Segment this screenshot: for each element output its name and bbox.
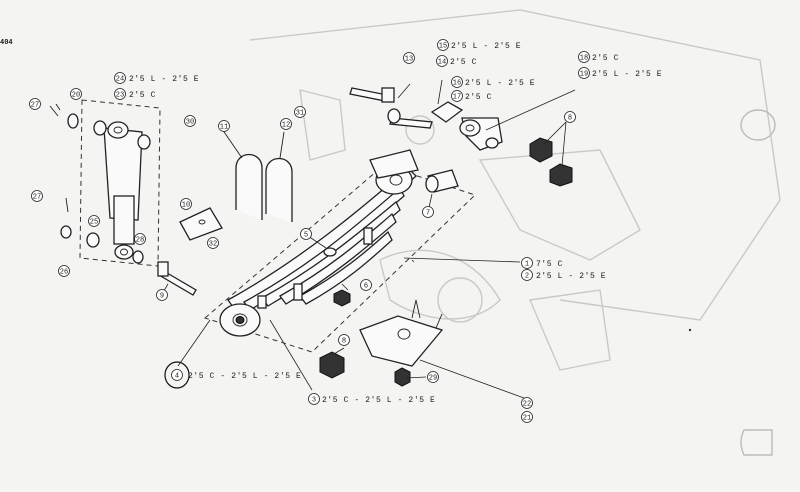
fasteners-group: [157, 137, 573, 387]
page-number: 404: [0, 39, 13, 47]
callout-24-number: 24: [116, 76, 124, 84]
callout-5-number: 5: [304, 232, 308, 240]
callout-11-number: 11: [220, 124, 228, 132]
callout-23-label: 2'5 C: [129, 91, 156, 100]
callout-27-mid: 27: [31, 190, 43, 202]
callout-28: 28: [134, 233, 146, 245]
shackle-group: [349, 83, 503, 151]
callout-29: 29: [427, 371, 439, 383]
callout-9: 9: [156, 289, 168, 301]
callout-3-number: 3: [312, 397, 316, 405]
callout-26: 26: [58, 265, 70, 277]
callout-1-label: 7'5 C: [536, 260, 563, 269]
callout-21: 21: [521, 411, 533, 423]
callout-6: 6: [360, 279, 372, 291]
callout-15: 15 2'5 L - 2'5 E: [437, 39, 521, 51]
callout-32: 32: [207, 237, 219, 249]
callout-17: 17 2'5 C: [451, 90, 492, 102]
callout-23: 23 2'5 C: [114, 88, 156, 100]
background-ghost-chassis: [249, 9, 781, 371]
callout-17-number: 17: [453, 94, 461, 102]
callout-16-label: 2'5 L - 2'5 E: [465, 79, 535, 88]
leader-lines: [161, 79, 576, 399]
callout-7: 7: [422, 206, 434, 218]
callout-24: 24 2'5 L - 2'5 E: [114, 72, 199, 84]
callout-30: 30: [184, 115, 196, 127]
callout-20-number: 20: [72, 92, 80, 100]
callout-14-number: 14: [438, 59, 446, 67]
callout-17-label: 2'5 C: [465, 93, 492, 102]
callout-16-number: 16: [453, 80, 461, 88]
callout-3-label: 2'5 C - 2'5 L - 2'5 E: [322, 396, 435, 405]
callout-5: 5: [300, 228, 312, 240]
callout-14: 14 2'5 C: [436, 55, 477, 67]
callout-21-number: 21: [523, 415, 531, 423]
callout-8-bottom: 8: [338, 334, 350, 346]
callout-15-number: 15: [439, 43, 447, 51]
shock-absorber-group: [49, 99, 161, 267]
callout-13-number: 13: [405, 56, 413, 64]
hole-punch-marks: [688, 109, 776, 456]
callout-7-number: 7: [426, 210, 430, 218]
callout-6-number: 6: [364, 283, 368, 291]
callout-25: 25: [88, 215, 100, 227]
callout-19: 19 2'5 L - 2'5 E: [578, 67, 662, 79]
callout-8-right-number: 8: [568, 115, 572, 123]
callout-31: 31: [294, 106, 306, 118]
u-bolts-group: [179, 125, 293, 241]
callout-2-label: 2'5 L - 2'5 E: [536, 272, 606, 281]
callout-13: 13: [403, 52, 415, 64]
callout-2: 2 2'5 L - 2'5 E: [521, 269, 606, 281]
callout-18: 18 2'5 C: [578, 51, 619, 63]
callout-3: 3 2'5 C - 2'5 L - 2'5 E: [308, 393, 435, 405]
callout-28-number: 28: [136, 237, 144, 245]
callout-12: 12: [280, 118, 292, 130]
callout-4: 4 2'5 C - 2'5 L - 2'5 E: [164, 361, 301, 389]
callout-4-label: 2'5 C - 2'5 L - 2'5 E: [188, 372, 301, 381]
callout-1: 1 7'5 C: [521, 257, 563, 269]
callout-18-number: 18: [580, 55, 588, 63]
callout-12-number: 12: [282, 122, 290, 130]
callout-18-label: 2'5 C: [592, 54, 619, 63]
callout-1-number: 1: [525, 261, 529, 269]
callout-19-number: 19: [580, 71, 588, 79]
callout-4-number: 4: [175, 373, 179, 381]
callout-15-label: 2'5 L - 2'5 E: [451, 42, 521, 51]
callout-10-number: 10: [182, 202, 190, 210]
callout-22-number: 22: [523, 401, 531, 409]
callout-31-number: 31: [296, 110, 304, 118]
callout-11: 11: [218, 120, 230, 132]
callout-29-number: 29: [429, 375, 437, 383]
callout-10: 10: [180, 198, 192, 210]
callout-25-number: 25: [90, 219, 98, 227]
callout-8-right: 8: [564, 111, 576, 123]
callout-19-label: 2'5 L - 2'5 E: [592, 70, 662, 79]
callout-16: 16 2'5 L - 2'5 E: [451, 76, 535, 88]
callout-2-number: 2: [525, 273, 529, 281]
callout-24-label: 2'5 L - 2'5 E: [129, 75, 199, 84]
callout-9-number: 9: [160, 293, 164, 301]
callout-14-label: 2'5 C: [450, 58, 477, 67]
callout-4-highlight-ring: [164, 361, 190, 389]
callout-27-top-number: 27: [31, 102, 39, 110]
callout-32-number: 32: [209, 241, 217, 249]
bracket-plate: [359, 299, 444, 367]
callout-20: 20: [70, 88, 82, 100]
callout-8-bottom-number: 8: [342, 338, 346, 346]
callout-30-number: 30: [186, 119, 194, 127]
callout-23-number: 23: [116, 92, 124, 100]
callout-27-top: 27: [29, 98, 41, 110]
callout-26-number: 26: [60, 269, 68, 277]
callout-27-mid-number: 27: [33, 194, 41, 202]
callout-22: 22: [521, 397, 533, 409]
